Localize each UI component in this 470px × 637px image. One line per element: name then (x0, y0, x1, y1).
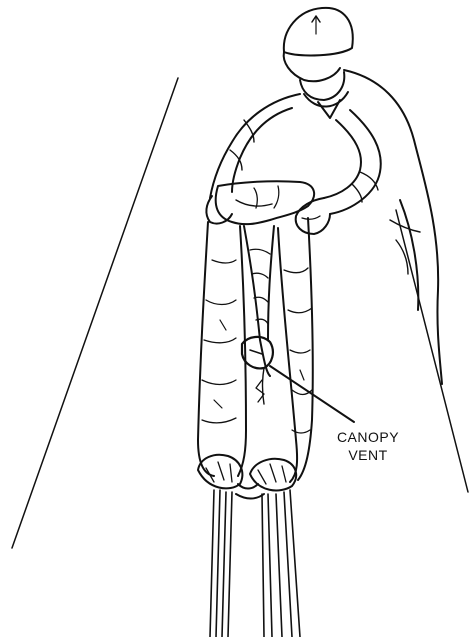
worker-figure (206, 8, 442, 384)
callout-line-2: VENT (318, 446, 418, 464)
worker-hand-right (296, 198, 330, 234)
table-edge-left-line (12, 78, 178, 548)
callout-line-1: CANOPY (318, 428, 418, 446)
canopy-vent-callout: CANOPY VENT (318, 428, 418, 464)
suspension-lines (210, 490, 300, 637)
canopy-bundle (198, 181, 314, 498)
worker-cap (284, 8, 353, 56)
worker-hand-left (206, 196, 232, 224)
table-edge-lines (12, 78, 468, 548)
